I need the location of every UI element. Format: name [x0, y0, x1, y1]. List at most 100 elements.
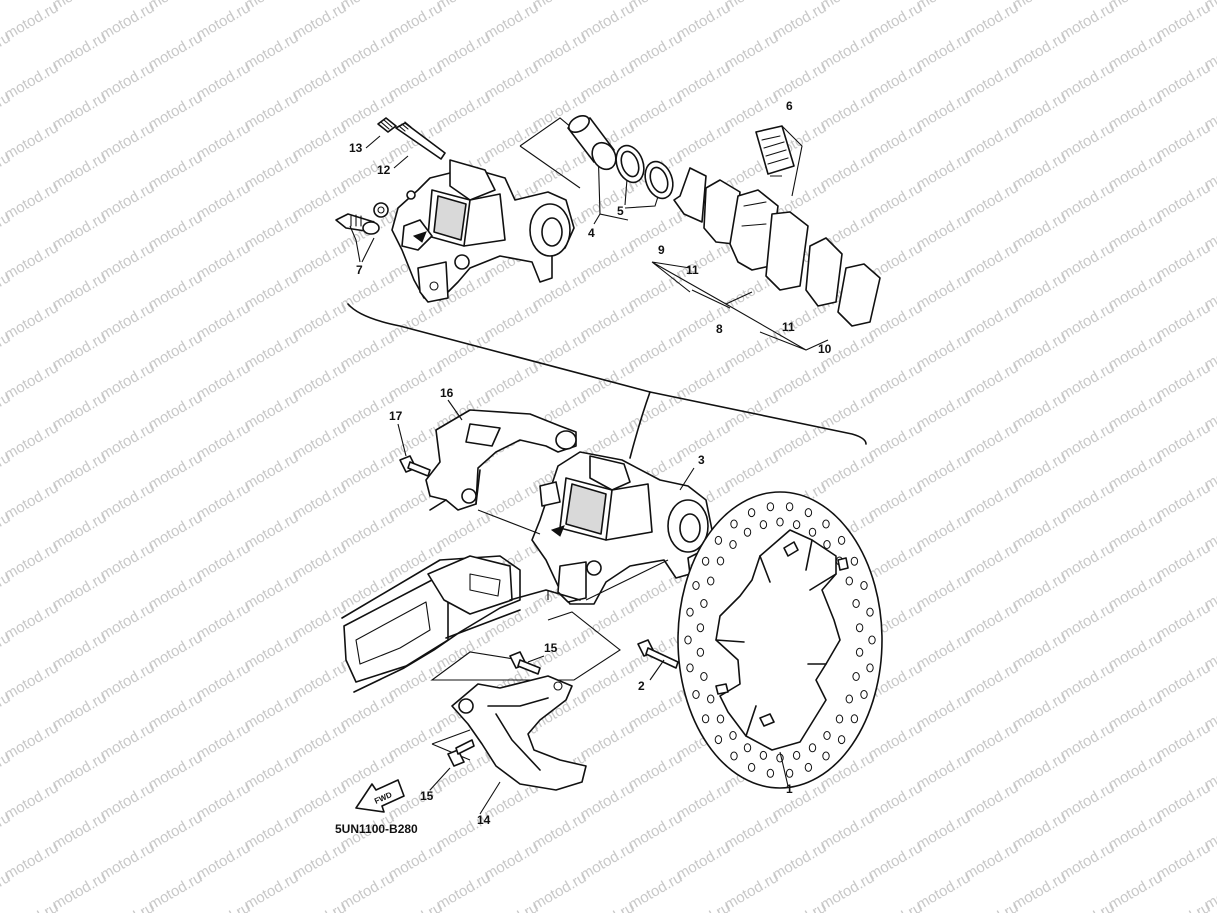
disc-hole — [860, 581, 868, 590]
disc-hole — [855, 623, 864, 633]
callout-17: 17 — [389, 409, 403, 423]
disc-hole — [729, 731, 737, 740]
disc-hole — [700, 672, 708, 681]
disc-hole — [823, 540, 831, 549]
disc-hole — [845, 576, 853, 586]
disc-hole — [759, 750, 768, 760]
caliper-piston-4 — [567, 115, 617, 171]
disc-hole — [700, 599, 708, 608]
forward-arrow-icon: FWD — [355, 779, 405, 813]
disc-hole — [808, 743, 817, 753]
disc-hole — [866, 607, 874, 617]
callout-14: 14 — [477, 813, 491, 827]
disc-hole — [692, 690, 700, 699]
disc-hole — [804, 508, 813, 518]
callout-4: 4 — [588, 226, 595, 240]
disc-hole — [701, 714, 710, 724]
callout-13: 13 — [349, 141, 363, 155]
diagram-code: 5UN1100-B280 — [335, 822, 418, 836]
swingarm-outline — [341, 555, 581, 693]
disc-hole — [684, 635, 692, 645]
disc-hole — [776, 517, 784, 527]
disc-hole — [860, 690, 868, 699]
disc-hole — [759, 520, 768, 530]
bolt-17 — [399, 455, 431, 477]
disc-hole — [730, 519, 738, 529]
disc-hole — [714, 535, 723, 545]
disc-hole — [866, 663, 874, 673]
disc-hole — [766, 768, 775, 778]
disc-hole — [729, 540, 737, 549]
disc-hole — [707, 576, 715, 586]
disc-hole — [785, 502, 794, 512]
callout-1: 1 — [786, 782, 793, 796]
disc-hole — [701, 556, 710, 566]
disc-hole — [850, 556, 859, 566]
pad-spring-6 — [755, 125, 803, 197]
disc-hole — [852, 672, 860, 681]
disc-hole — [868, 635, 876, 645]
disc-hole — [855, 647, 864, 657]
disc-hole — [686, 607, 694, 617]
disc-hole — [766, 502, 775, 512]
caliper-bracket-16 — [425, 409, 577, 511]
pad-shim-10 — [837, 263, 881, 327]
disc-hole — [743, 527, 752, 537]
disc-hole — [835, 714, 844, 724]
disc-hole — [696, 623, 705, 633]
brake-pad-11-right — [805, 237, 843, 307]
disc-hole — [747, 762, 756, 772]
piston-seals-5 — [615, 144, 674, 200]
disc-hole — [707, 694, 715, 704]
callout-16: 16 — [440, 386, 454, 400]
disc-hole — [823, 731, 831, 740]
disc-hole — [837, 735, 846, 745]
callout-11-right: 11 — [782, 320, 795, 334]
callout-10: 10 — [818, 342, 832, 356]
caliper-pin-12 — [395, 121, 446, 160]
callout-5: 5 — [617, 204, 624, 218]
disc-hole — [792, 750, 801, 760]
disc-hole — [747, 508, 756, 518]
disc-hole — [792, 520, 801, 530]
disc-bolt-2 — [637, 639, 679, 669]
upper-caliper-body — [391, 159, 575, 303]
bolt-15-upper — [509, 651, 541, 675]
caliper-pin-bolt-13 — [377, 117, 397, 133]
disc-hole — [850, 714, 859, 724]
disc-hole — [730, 751, 738, 761]
disc-hole — [822, 519, 830, 529]
disc-hole — [852, 599, 860, 608]
pad-shim-9 — [673, 167, 707, 223]
callout-6: 6 — [786, 99, 793, 113]
bolt-15-lower — [447, 739, 475, 767]
callout-8: 8 — [716, 322, 723, 336]
brake-caliper-3 — [531, 451, 713, 605]
disc-hole — [696, 647, 705, 657]
disc-hole — [808, 527, 817, 537]
callout-12: 12 — [377, 163, 391, 177]
callout-9: 9 — [658, 243, 665, 257]
disc-hole — [837, 535, 846, 545]
disc-hole — [785, 768, 794, 778]
disc-hole — [714, 735, 723, 745]
disc-hole — [804, 762, 813, 772]
brake-disc-1 — [677, 491, 883, 789]
bleed-screw-7 — [335, 202, 389, 235]
brake-pad-plate — [765, 211, 809, 291]
disc-hole — [716, 714, 725, 724]
disc-hole — [822, 751, 830, 761]
callout-15-lower: 15 — [420, 789, 434, 803]
disc-hole — [743, 743, 752, 753]
disc-hole — [716, 556, 725, 566]
caliper-guard-14 — [451, 675, 587, 791]
disc-hole — [692, 581, 700, 590]
callout-15-upper: 15 — [544, 641, 558, 655]
callout-2: 2 — [638, 679, 645, 693]
disc-hole — [686, 663, 694, 673]
brake-pad-8 — [729, 189, 779, 271]
callout-11-left: 11 — [686, 263, 699, 277]
callout-7: 7 — [356, 263, 363, 277]
disc-hole — [845, 694, 853, 704]
